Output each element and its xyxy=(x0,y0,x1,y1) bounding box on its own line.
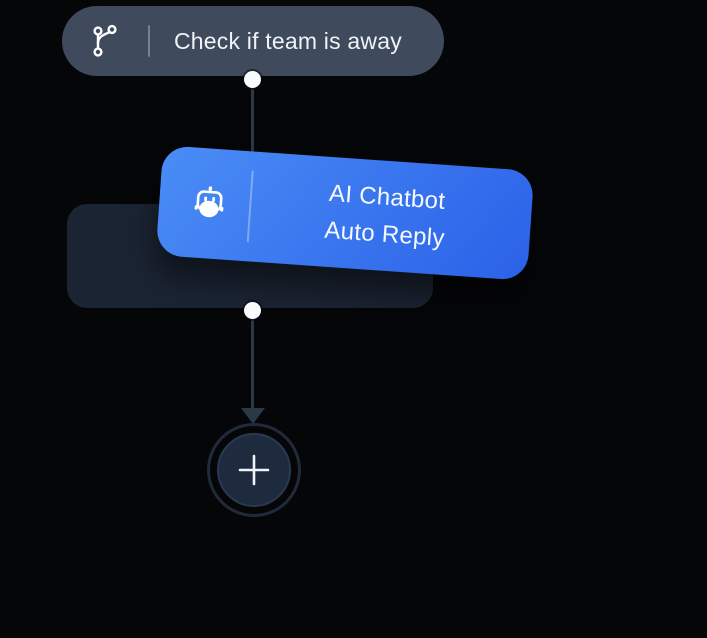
node-divider xyxy=(148,25,150,57)
git-branch-icon xyxy=(90,23,120,59)
condition-node-label: Check if team is away xyxy=(174,27,402,54)
connector-handle-bottom[interactable] xyxy=(244,302,261,319)
edge-condition-to-step xyxy=(251,79,254,162)
add-step-button[interactable] xyxy=(207,423,301,517)
robot-icon xyxy=(188,182,231,225)
plus-icon xyxy=(238,454,270,486)
connector-handle-top[interactable] xyxy=(244,71,261,88)
condition-node[interactable]: Check if team is away xyxy=(62,6,444,76)
edge-step-to-add xyxy=(251,314,254,410)
card-labels: AI Chatbot Auto Reply xyxy=(249,170,533,263)
add-step-button-inner xyxy=(217,433,291,507)
ai-chatbot-auto-reply-node[interactable]: AI Chatbot Auto Reply xyxy=(155,145,535,281)
edge-arrowhead-icon xyxy=(241,408,265,424)
